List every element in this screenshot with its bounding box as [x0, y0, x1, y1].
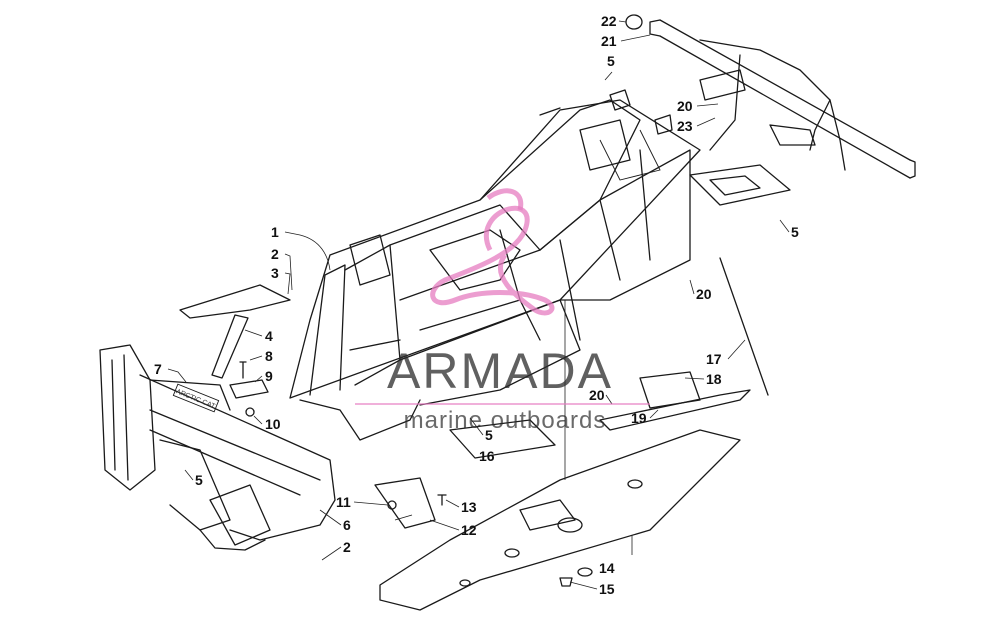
callout-20-right: 20	[696, 286, 712, 302]
main-frame	[289, 89, 701, 441]
bumper-stamp: ARCTIC CAT	[172, 383, 220, 413]
callout-5-bumper: 5	[195, 472, 203, 488]
callout-6: 6	[343, 517, 351, 533]
callout-9: 9	[265, 368, 273, 384]
callout-7: 7	[154, 361, 162, 377]
callout-2-lower: 2	[343, 539, 351, 555]
callout-1: 1	[271, 224, 279, 240]
rack-end-cap	[625, 14, 643, 30]
bracket-12	[374, 477, 436, 529]
callout-21: 21	[601, 33, 617, 49]
callout-20-top: 20	[677, 98, 693, 114]
callout-15: 15	[599, 581, 615, 597]
callout-22: 22	[601, 13, 617, 29]
leader-lines	[167, 20, 790, 590]
bracket-4	[211, 314, 249, 379]
rear-rack	[649, 19, 916, 206]
bracket-3	[179, 284, 291, 319]
armada-logo-icon	[430, 188, 555, 316]
skid-plate	[379, 429, 741, 611]
callout-5-right: 5	[791, 224, 799, 240]
bar-16	[449, 419, 556, 459]
bolt-13	[437, 494, 447, 506]
callout-labels: 1 2 3 4 7 8 9 10 5 6 2 11 13 12 5 16 14 …	[154, 13, 799, 597]
front-bumper	[99, 344, 336, 551]
callout-12: 12	[461, 522, 477, 538]
callout-16: 16	[479, 448, 495, 464]
callout-14: 14	[599, 560, 615, 576]
callout-3: 3	[271, 265, 279, 281]
callout-5-center: 5	[485, 427, 493, 443]
callout-13: 13	[461, 499, 477, 515]
callout-20-mid: 20	[589, 387, 605, 403]
watermark-tagline: marine outboards	[404, 407, 607, 434]
bracket-9	[229, 379, 269, 399]
callout-8: 8	[265, 348, 273, 364]
callout-2-upper: 2	[271, 246, 279, 262]
watermark-brand: ARMADA	[387, 343, 613, 399]
callout-19: 19	[631, 410, 647, 426]
callout-10: 10	[265, 416, 281, 432]
callout-17: 17	[706, 351, 722, 367]
callout-18: 18	[706, 371, 722, 387]
bolt-15	[559, 577, 573, 587]
callout-4: 4	[265, 328, 273, 344]
callout-23: 23	[677, 118, 693, 134]
nut-10	[245, 407, 255, 417]
callout-11: 11	[336, 494, 351, 510]
rod-17	[719, 257, 769, 396]
footrest-18	[599, 371, 751, 431]
bolt-8	[239, 361, 247, 379]
callout-5-top: 5	[607, 53, 615, 69]
